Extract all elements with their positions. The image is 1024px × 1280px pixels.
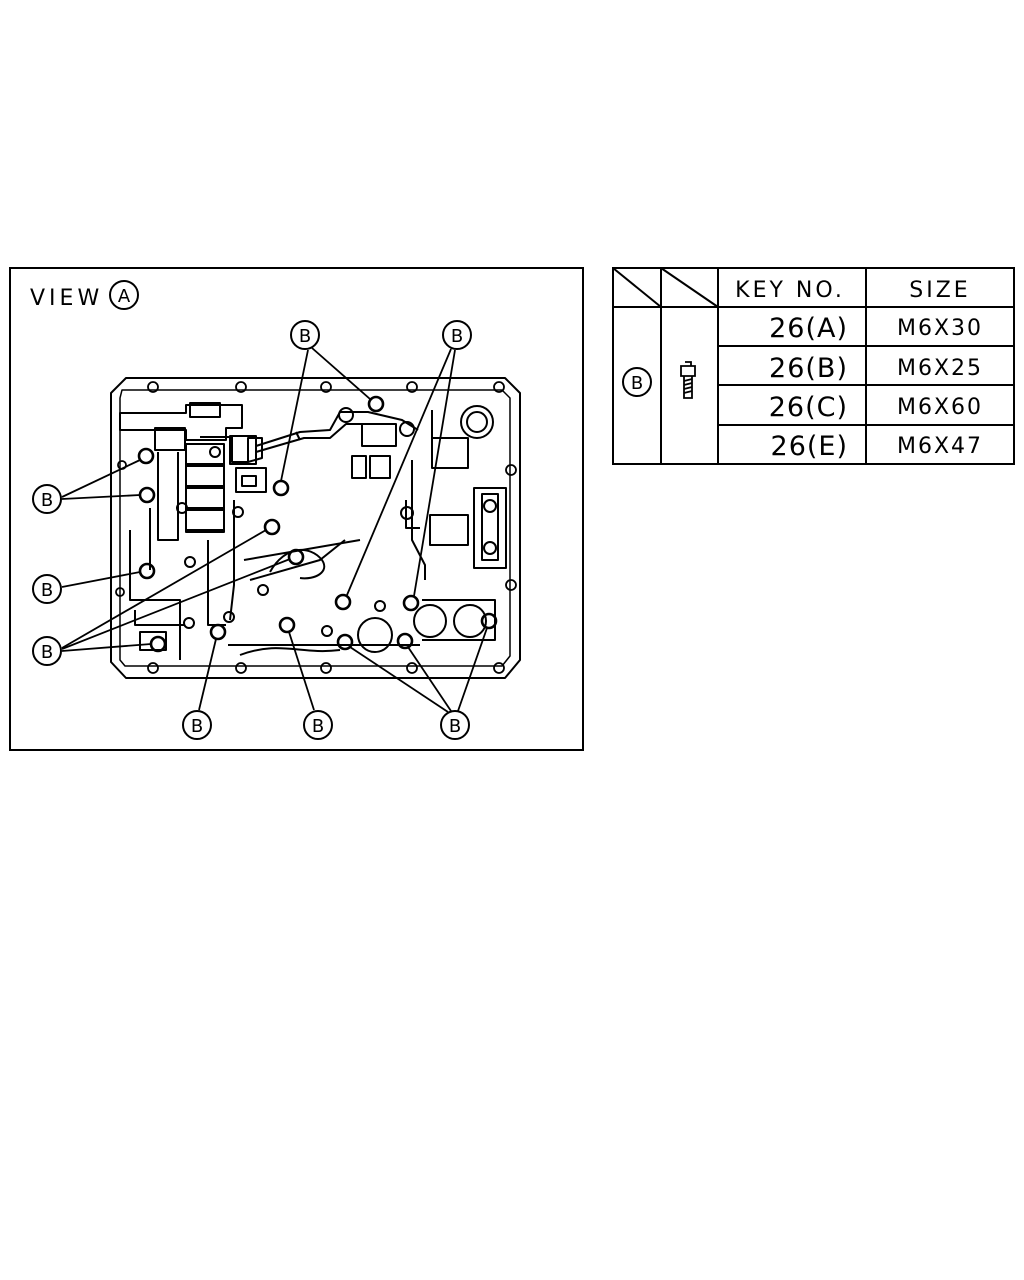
- callout-letter: B: [191, 716, 203, 737]
- bolt-hole: [367, 395, 385, 413]
- bolt-hole: [336, 633, 354, 651]
- callout-circle: [440, 710, 470, 740]
- bolt-icon: [680, 361, 696, 399]
- bolt-hole: [278, 616, 296, 634]
- key-no-cell: 26(C): [769, 392, 848, 423]
- callout-letter: B: [41, 580, 53, 601]
- fastener-table: [612, 267, 1015, 465]
- callout-circle: [32, 636, 62, 666]
- bolt-holes-b: [137, 395, 498, 653]
- header-size: SIZE: [909, 278, 970, 303]
- view-a-panel: VIEW A: [9, 267, 584, 751]
- callout-letter: B: [312, 716, 324, 737]
- callout-letter: B: [299, 326, 311, 347]
- callout-circle: [32, 484, 62, 514]
- size-cell: M6X25: [897, 356, 983, 381]
- view-label: VIEW: [30, 286, 103, 311]
- view-marker-circle: [109, 280, 139, 310]
- callout-circle: [303, 710, 333, 740]
- valve-body-drawing: [110, 377, 521, 679]
- bolt-hole: [287, 548, 305, 566]
- key-no-cell: 26(A): [769, 313, 848, 344]
- header-diagonal-1: [612, 267, 662, 308]
- key-no-cell: 26(E): [771, 431, 848, 462]
- bolt-hole: [334, 593, 352, 611]
- callout-letter: B: [41, 490, 53, 511]
- bolt-hole: [138, 486, 156, 504]
- key-no-cell: 26(B): [769, 353, 848, 384]
- bolt-hole: [272, 479, 290, 497]
- table-marker-letter: B: [631, 373, 643, 394]
- callout-letter: B: [41, 642, 53, 663]
- callout-letter: B: [451, 326, 463, 347]
- callout-letter: B: [449, 716, 461, 737]
- bolt-hole: [149, 635, 167, 653]
- callout-circle: [182, 710, 212, 740]
- view-marker-letter: A: [118, 286, 131, 307]
- leader-lines: [61, 347, 488, 713]
- bolt-hole: [138, 562, 156, 580]
- header-diagonal-2: [660, 267, 719, 308]
- bolt-hole: [263, 518, 281, 536]
- bolt-hole: [402, 594, 420, 612]
- callout-bubbles: B B B B B B B B: [32, 320, 472, 740]
- bolt-hole: [209, 623, 227, 641]
- callout-circle: [290, 320, 320, 350]
- bolt-hole: [396, 632, 414, 650]
- callout-circle: [32, 574, 62, 604]
- bolt-hole: [480, 612, 498, 630]
- bolt-hole: [137, 447, 155, 465]
- table-marker-circle: [622, 367, 652, 397]
- size-cell: M6X60: [897, 395, 983, 420]
- callout-circle: [442, 320, 472, 350]
- size-cell: M6X30: [897, 316, 983, 341]
- size-cell: M6X47: [897, 434, 983, 459]
- header-key-no: KEY NO.: [735, 278, 845, 303]
- table-text: KEY NO. SIZE B 26(A) M6X30 26(B) M6X25 2…: [631, 278, 983, 462]
